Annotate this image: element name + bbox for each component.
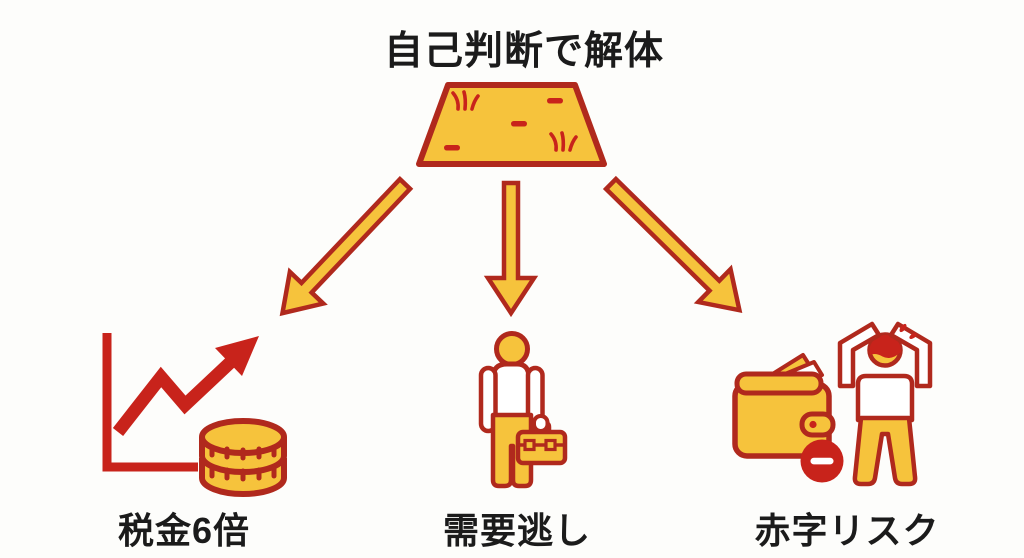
person-pants [852, 415, 918, 487]
wallet-fold [734, 371, 824, 396]
arrow-down-icon [483, 180, 539, 318]
vacant-land-icon [416, 82, 607, 167]
distressed-person [837, 321, 933, 487]
briefcase [515, 414, 568, 466]
arrow-down-left-icon [279, 176, 414, 317]
person-hair [869, 335, 902, 358]
sweat-drops [899, 323, 917, 340]
buyer-with-briefcase-icon [478, 331, 568, 489]
wallet-clasp-button [809, 420, 817, 429]
grass-tuft [451, 90, 480, 111]
outcome-label-deficit: 赤字リスク [754, 510, 940, 551]
person-torso [490, 361, 532, 423]
coin-stack [199, 418, 287, 497]
coin-ridges [209, 444, 277, 482]
outcome-label-demand: 需要逃し [442, 510, 592, 551]
arrow-down-right-icon [602, 175, 743, 314]
chart-axes [102, 333, 198, 472]
person-right-arm-raised [888, 321, 933, 389]
person-head [494, 331, 530, 367]
person-left-arm-raised [837, 321, 882, 389]
wallet-minus-distressed-person-icon [732, 321, 933, 487]
briefcase-clasp [523, 438, 536, 452]
page-title: 自己判断で解体 [383, 30, 665, 73]
outcome-label-tax: 税金6倍 [117, 510, 251, 551]
rising-chart-coins-icon [102, 333, 287, 497]
soil-dashes [444, 98, 563, 151]
wallet [732, 353, 844, 483]
person-hand [532, 414, 550, 433]
grass-tuft [549, 131, 578, 152]
rising-arrow [112, 336, 259, 437]
wallet-clasp [799, 411, 836, 438]
briefcase-clasp [544, 438, 557, 452]
person-torso [855, 373, 915, 423]
minus-badge-icon [800, 439, 844, 483]
